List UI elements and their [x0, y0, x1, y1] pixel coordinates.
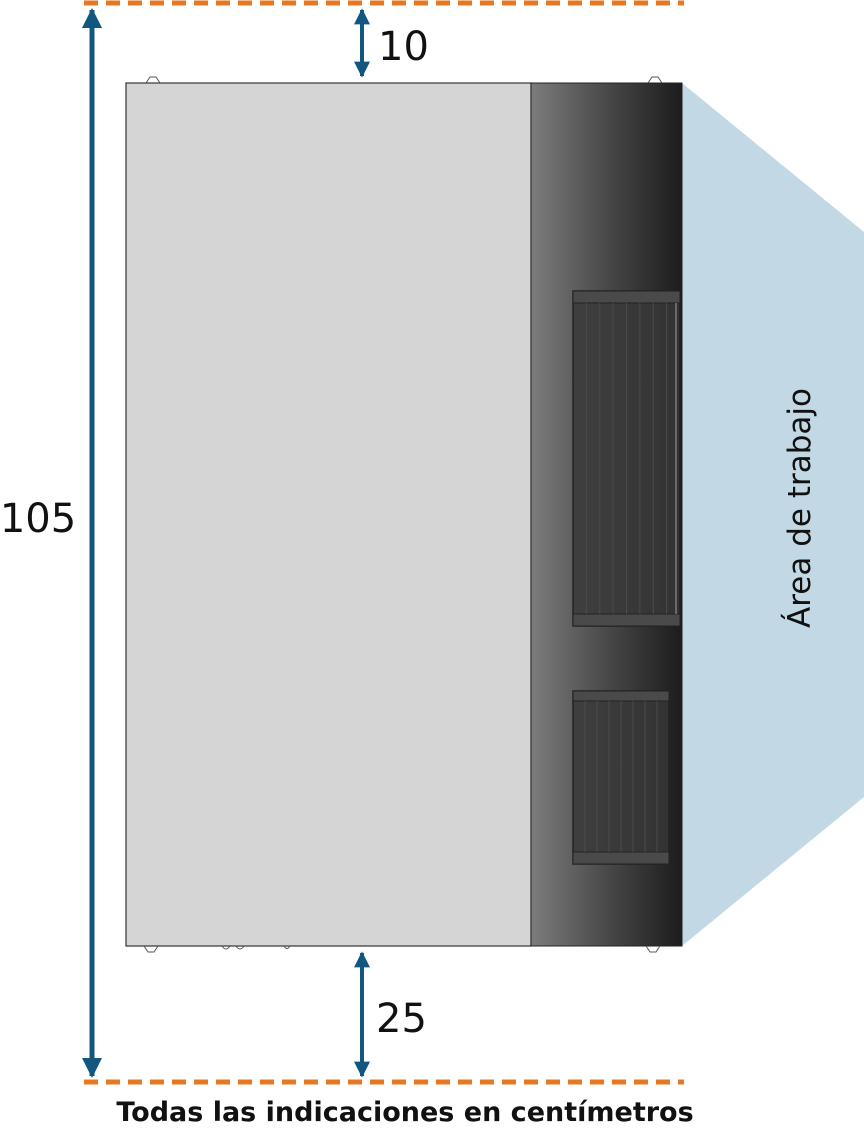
foot-bottom-right — [645, 945, 661, 953]
total-height-label: 105 — [0, 496, 76, 542]
drawer-texture — [584, 303, 668, 852]
work-area-label: Área de trabajo — [782, 388, 818, 628]
foot-bottom-left — [143, 945, 159, 953]
foot-top-left — [145, 76, 161, 84]
foot-bottom-mid — [221, 945, 291, 950]
top-clearance-label: 10 — [378, 24, 429, 70]
caption-units: Todas las indicaciones en centímetros — [116, 1097, 693, 1128]
bottom-clearance-label: 25 — [376, 996, 427, 1042]
foot-top-right — [647, 76, 663, 84]
cabinet-body — [125, 82, 532, 947]
work-area — [682, 83, 864, 946]
